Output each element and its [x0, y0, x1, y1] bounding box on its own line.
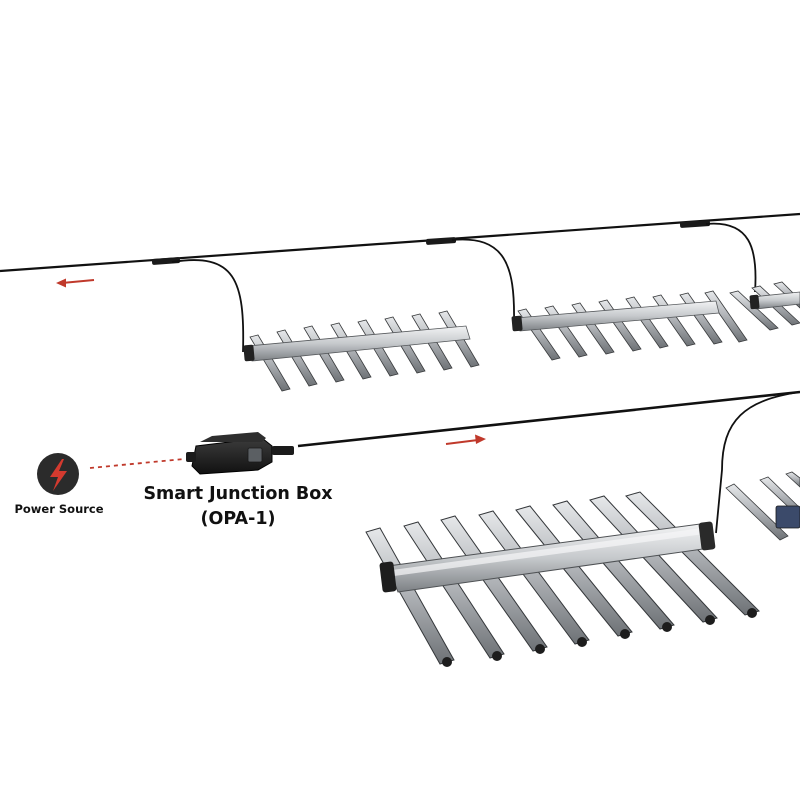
drop-cable — [715, 391, 800, 534]
junction-box-label: Smart Junction Box (OPA-1) — [100, 482, 376, 532]
flow-arrow-icon — [56, 278, 95, 288]
lower-main-cable — [297, 390, 800, 534]
lightning-bolt-icon — [37, 453, 79, 495]
drop-cable — [705, 222, 757, 293]
cable-connector — [425, 237, 457, 245]
cable-connector — [679, 220, 711, 228]
output-connector — [272, 446, 294, 455]
led-fixture — [243, 310, 480, 392]
fixture-end-cap — [698, 521, 716, 551]
led-fixture — [729, 281, 800, 331]
upper-main-cable — [0, 212, 800, 353]
power-source-label: Power Source — [14, 502, 104, 516]
led-fixture-large — [365, 491, 760, 667]
smart-junction-box — [186, 432, 294, 475]
led-fixture — [725, 471, 800, 541]
drop-cable — [171, 259, 245, 353]
junction-box-name: Smart Junction Box — [143, 484, 333, 504]
fixture-end-cap — [379, 561, 397, 593]
flow-arrow-icon — [445, 434, 486, 445]
display-screen — [247, 447, 263, 463]
power-dashed-link — [89, 458, 185, 469]
junction-box-model: (OPA-1) — [200, 509, 276, 529]
input-port — [186, 452, 196, 462]
led-fixture — [511, 290, 748, 361]
drop-cable — [451, 238, 515, 323]
cable-connector — [151, 257, 181, 265]
